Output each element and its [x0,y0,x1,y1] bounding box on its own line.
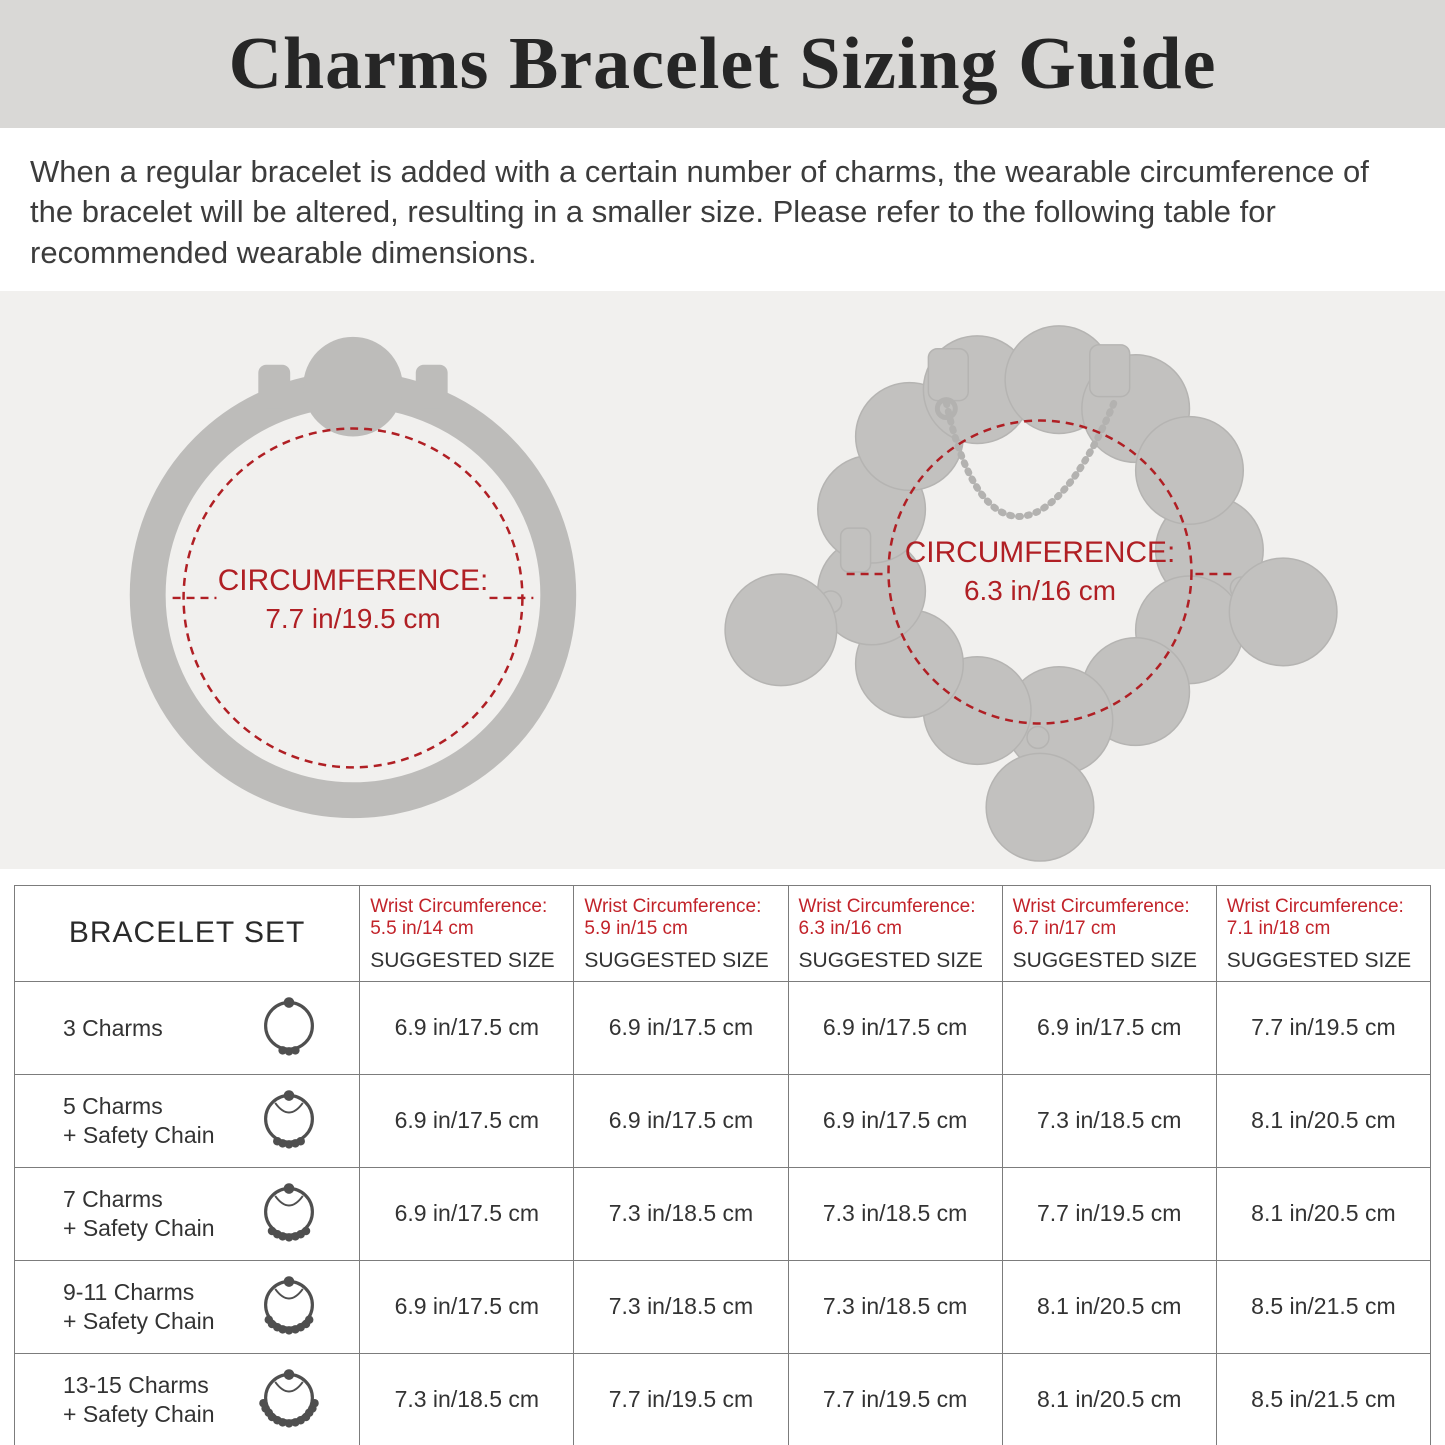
circumference-dashed-circle [182,427,524,769]
table-row: 7 Charms + Safety Chain 6.9 in/17.5 cm 7… [13,1166,1432,1261]
size-value: 6.9 in/17.5 cm [1001,980,1217,1075]
bracelet-set-cell: 5 Charms + Safety Chain [13,1073,361,1168]
bracelet-set-cell: 9-11 Charms + Safety Chain [13,1259,361,1354]
size-value: 6.9 in/17.5 cm [359,980,575,1075]
suggested-size-label: SUGGESTED SIZE [370,949,555,973]
circumference-value: 7.7 in/19.5 cm [265,603,440,634]
column-header: Wrist Circumference: 6.7 in/17 cm SUGGES… [1001,884,1217,982]
clasp-bead [303,336,403,437]
size-value: 7.7 in/19.5 cm [1215,980,1432,1075]
clasp-barrel-right [1089,343,1131,398]
bracelet-5-charms-icon [264,1090,315,1149]
size-value: 7.7 in/19.5 cm [787,1352,1003,1445]
column-header: Wrist Circumference: 5.9 in/15 cm SUGGES… [573,884,789,982]
set-name-line2: + Safety Chain [63,1214,215,1241]
page-title: Charms Bracelet Sizing Guide [228,22,1217,105]
sizing-table: BRACELET SET Wrist Circumference: 5.5 in… [13,884,1432,1445]
wrist-circumference-value: 6.7 in/17 cm [1012,918,1117,940]
wrist-circumference-label: Wrist Circumference: [1226,895,1404,917]
size-value: 8.1 in/20.5 cm [1215,1166,1432,1261]
size-value: 8.1 in/20.5 cm [1215,1073,1432,1168]
table-header-row: BRACELET SET Wrist Circumference: 5.5 in… [13,884,1432,982]
wrist-circumference-value: 5.9 in/15 cm [584,918,688,940]
wrist-circumference-label: Wrist Circumference: [798,895,976,917]
bracelet-3-charms-icon [264,997,315,1056]
plain-bracelet-diagram: CIRCUMFERENCE: 7.7 in/19.5 cm [129,336,577,819]
bracelet-9-11-charms-icon [264,1276,315,1335]
size-value: 6.9 in/17.5 cm [787,980,1003,1075]
set-name: 7 Charms [63,1186,163,1213]
bracelet-set-cell: 7 Charms + Safety Chain [13,1166,361,1261]
size-value: 7.3 in/18.5 cm [787,1166,1003,1261]
wrist-circumference-value: 5.5 in/14 cm [370,918,474,940]
size-value: 8.5 in/21.5 cm [1215,1259,1432,1354]
set-name-line2: + Safety Chain [63,1121,215,1148]
size-value: 7.7 in/19.5 cm [573,1352,789,1445]
circumference-value: 6.3 in/16 cm [964,575,1116,606]
circumference-dashed-circle [887,419,1193,725]
set-name: 3 Charms [63,1014,163,1041]
diagram-panel: CIRCUMFERENCE: 7.7 in/19.5 cm [0,290,1445,869]
wrist-circumference-value: 6.3 in/16 cm [798,918,903,940]
suggested-size-label: SUGGESTED SIZE [798,949,983,973]
circumference-label: CIRCUMFERENCE: [218,564,489,597]
size-value: 6.9 in/17.5 cm [359,1166,575,1261]
size-value: 7.3 in/18.5 cm [573,1259,789,1354]
intro-paragraph: When a regular bracelet is added with a … [30,154,1369,270]
table-row: 3 Charms 6.9 in/17.5 cm 6.9 in/17.5 cm 6… [13,980,1432,1075]
charm-bracelet-diagram: CIRCUMFERENCE: 6.3 in/16 cm [724,325,1338,862]
size-value: 6.9 in/17.5 cm [573,1073,789,1168]
safety-chain-clasp [934,397,958,420]
safety-chain [942,395,1120,520]
clasp-link-left [258,364,291,409]
spacer-bead [839,527,872,573]
size-value: 7.3 in/18.5 cm [1001,1073,1217,1168]
table-row: 13-15 Charms + Safety Chain 7.3 in/18.5 … [13,1352,1432,1445]
dangle-charms [724,557,1338,862]
wrist-circumference-label: Wrist Circumference: [584,895,762,917]
set-name: 9-11 Charms [63,1279,195,1306]
size-value: 6.9 in/17.5 cm [573,980,789,1075]
title-band: Charms Bracelet Sizing Guide [0,0,1445,128]
column-header: Wrist Circumference: 7.1 in/18 cm SUGGES… [1215,884,1432,982]
column-header: Wrist Circumference: 6.3 in/16 cm SUGGES… [787,884,1003,982]
size-value: 8.5 in/21.5 cm [1215,1352,1432,1445]
size-value: 7.3 in/18.5 cm [787,1259,1003,1354]
size-value: 7.3 in/18.5 cm [573,1166,789,1261]
bracelet-7-charms-icon [264,1183,315,1242]
set-name: 13-15 Charms [63,1372,209,1399]
set-name-line2: + Safety Chain [63,1400,215,1427]
wrist-circumference-label: Wrist Circumference: [1012,895,1190,917]
circumference-label: CIRCUMFERENCE: [905,536,1176,569]
bracelet-set-cell: 3 Charms [13,980,361,1075]
size-value: 7.3 in/18.5 cm [359,1352,575,1445]
suggested-size-label: SUGGESTED SIZE [584,949,769,973]
table-row: 5 Charms + Safety Chain 6.9 in/17.5 cm 6… [13,1073,1432,1168]
size-value: 8.1 in/20.5 cm [1001,1352,1217,1445]
set-name-line2: + Safety Chain [63,1307,215,1334]
set-name: 5 Charms [63,1093,163,1120]
bracelet-13-15-charms-icon [259,1369,319,1428]
size-value: 7.7 in/19.5 cm [1001,1166,1217,1261]
size-value: 8.1 in/20.5 cm [1001,1259,1217,1354]
size-value: 6.9 in/17.5 cm [787,1073,1003,1168]
wrist-circumference-label: Wrist Circumference: [370,895,548,917]
size-value: 6.9 in/17.5 cm [359,1259,575,1354]
suggested-size-label: SUGGESTED SIZE [1012,949,1198,973]
column-header: Wrist Circumference: 5.5 in/14 cm SUGGES… [359,884,575,982]
bracelet-set-cell: 13-15 Charms + Safety Chain [13,1352,361,1445]
bracelet-set-header: BRACELET SET [13,884,361,982]
size-value: 6.9 in/17.5 cm [359,1073,575,1168]
suggested-size-label: SUGGESTED SIZE [1226,949,1412,973]
clasp-barrel-left [927,347,969,402]
table-row: 9-11 Charms + Safety Chain 6.9 in/17.5 c… [13,1259,1432,1354]
wrist-circumference-value: 7.1 in/18 cm [1226,918,1331,940]
clasp-link-right [415,364,448,409]
